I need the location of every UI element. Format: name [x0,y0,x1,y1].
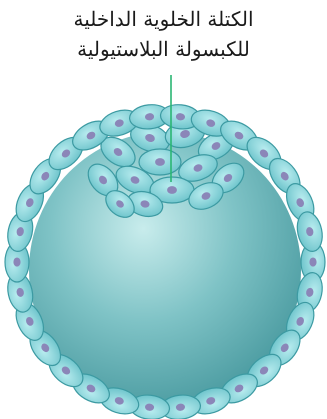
cell-nucleus [167,186,177,194]
cell-nucleus [13,257,20,266]
inner-cell [139,149,181,175]
cell-nucleus [155,158,165,166]
cell-nucleus [309,257,316,266]
